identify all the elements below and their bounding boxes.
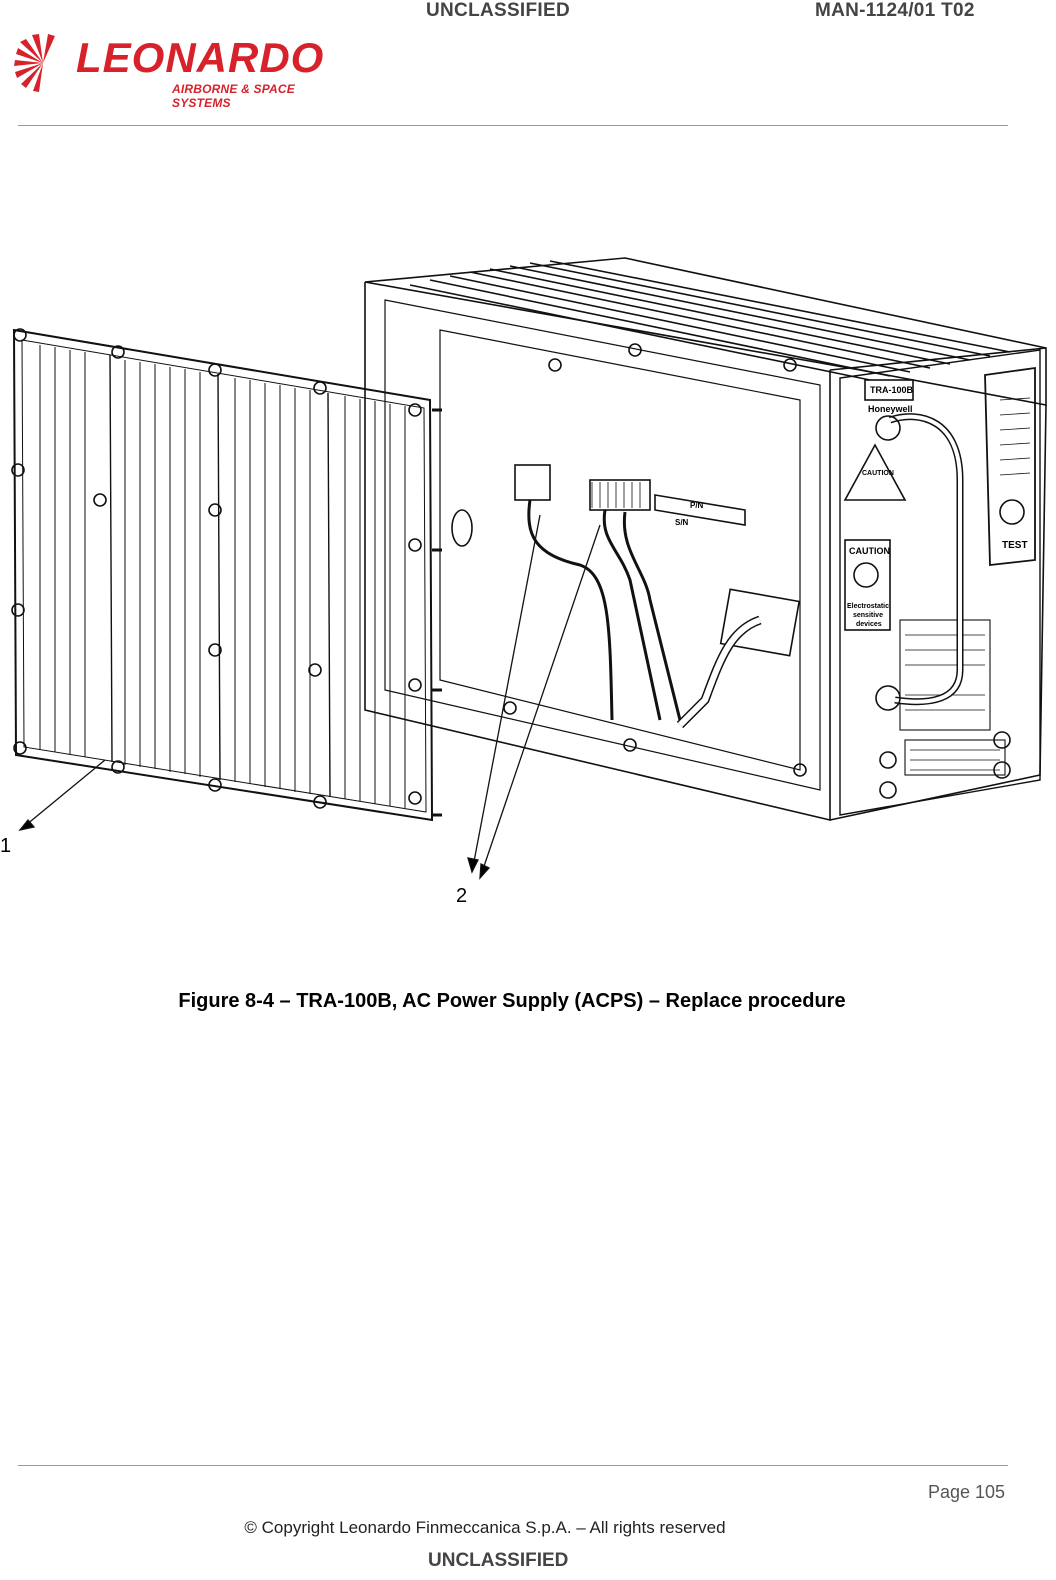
- chassis-housing: [364, 257, 1047, 822]
- figure-caption: Figure 8-4 – TRA-100B, AC Power Supply (…: [178, 990, 846, 1012]
- replace-procedure-figure: TRA-100B Honeywell CAUTION CAUTION Elect…: [0, 257, 1047, 907]
- panel-brand-label: Honeywell: [868, 404, 913, 414]
- logo-emblem-icon: [14, 34, 55, 92]
- panel-caution-label: CAUTION: [849, 546, 890, 556]
- esd-label-1: Electrostatic: [847, 603, 889, 610]
- panel-model-label: TRA-100B: [870, 385, 914, 395]
- panel-caution-triangle-label: CAUTION: [862, 470, 894, 477]
- board-pn-label: P/N: [690, 501, 704, 510]
- board-sn-label: S/N: [675, 518, 689, 527]
- acps-cover-plate: [11, 328, 442, 822]
- internal-harness: P/N S/N: [514, 464, 801, 729]
- logo-subtitle: AIRBORNE & SPACE SYSTEMS: [172, 82, 295, 110]
- callout-leaders: [18, 514, 601, 880]
- footer-rule: [18, 1465, 1008, 1466]
- footer-classification: UNCLASSIFIED: [428, 1550, 569, 1571]
- panel-test-label: TEST: [1002, 540, 1028, 551]
- esd-label-3: devices: [856, 621, 882, 628]
- header-rule: [18, 125, 1008, 126]
- callout-2: 2: [456, 885, 467, 907]
- company-logo: LEONARDO AIRBORNE & SPACE SYSTEMS: [12, 32, 342, 110]
- header-classification: UNCLASSIFIED: [426, 0, 570, 21]
- callout-1: 1: [0, 835, 11, 857]
- page-number: Page 105: [928, 1482, 1006, 1502]
- front-panel: TRA-100B Honeywell CAUTION CAUTION Elect…: [839, 349, 1041, 816]
- esd-label-2: sensitive: [853, 612, 883, 619]
- copyright-notice: © Copyright Leonardo Finmeccanica S.p.A.…: [244, 1518, 726, 1537]
- logo-wordmark: LEONARDO: [76, 34, 325, 81]
- header-document-id: MAN-1124/01 T02: [815, 0, 975, 21]
